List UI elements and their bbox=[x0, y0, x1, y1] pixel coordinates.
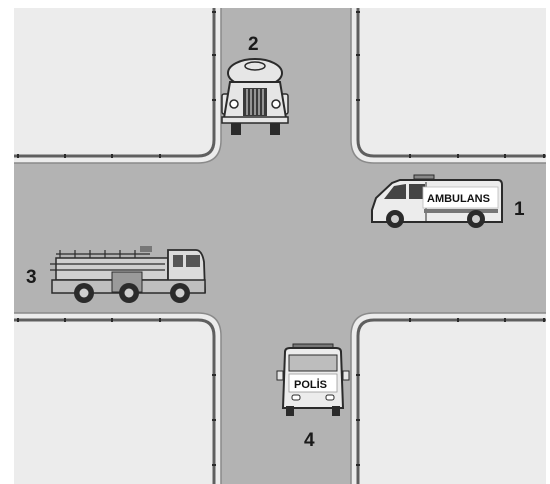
curb-bottom-right bbox=[356, 318, 546, 484]
vehicle-number-2: 2 bbox=[248, 34, 259, 55]
vehicle-fire-engine bbox=[50, 246, 206, 303]
ambulance-label: AMBULANS bbox=[427, 193, 490, 205]
curb-top-left bbox=[14, 8, 216, 158]
police-label: POLİS bbox=[294, 378, 327, 391]
curb-top-right bbox=[356, 8, 546, 158]
vehicle-number-4: 4 bbox=[304, 430, 315, 451]
curb-ticks bbox=[17, 11, 545, 466]
vehicle-number-3: 3 bbox=[26, 267, 37, 288]
vehicle-truck bbox=[221, 58, 289, 135]
vehicle-police-van bbox=[276, 343, 350, 416]
curbs bbox=[14, 8, 546, 484]
vehicle-ambulance bbox=[371, 174, 503, 228]
vehicle-number-1: 1 bbox=[514, 199, 525, 220]
curb-bottom-left bbox=[14, 318, 216, 484]
curbs-inner bbox=[14, 8, 546, 484]
